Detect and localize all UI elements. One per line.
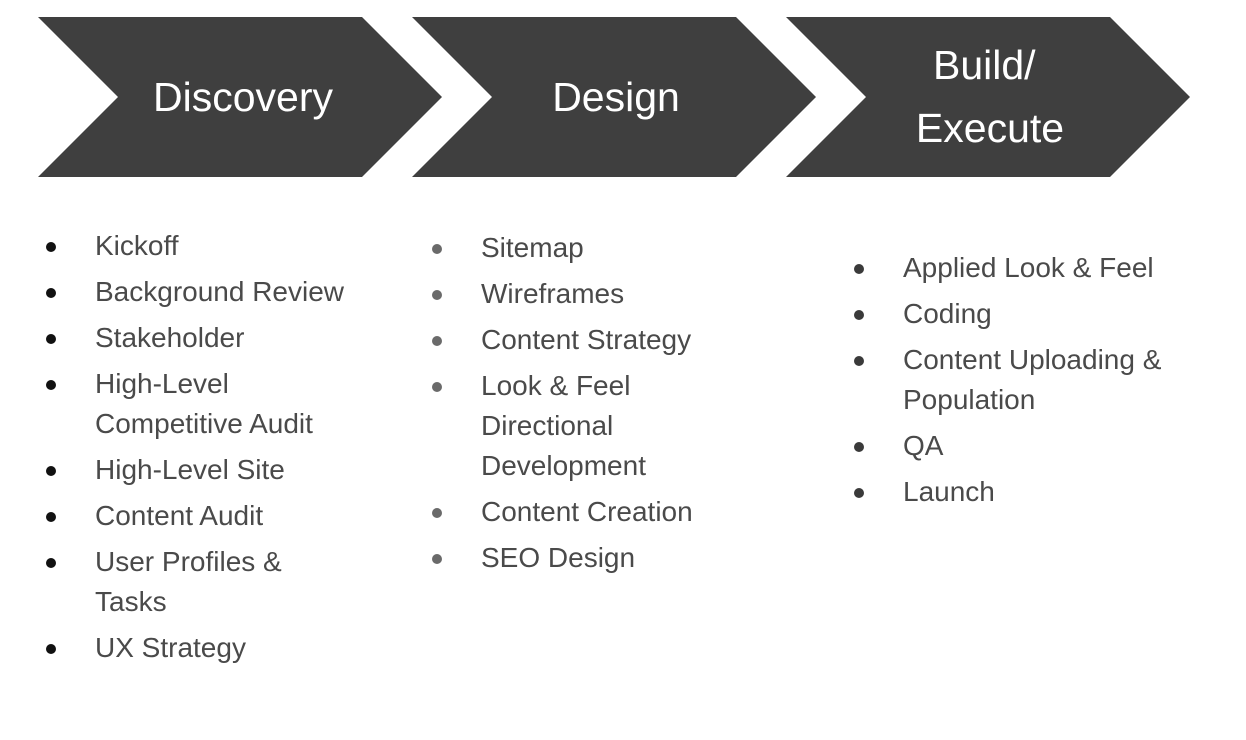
chevron-arrow-shape xyxy=(412,17,816,177)
list-item-content-creation: Content Creation xyxy=(430,492,770,532)
list-item-text: Development xyxy=(481,450,646,481)
list-item-wireframes: Wireframes xyxy=(430,274,770,314)
list-item-stakeholder: Stakeholder xyxy=(44,318,384,358)
list-item-text: Wireframes xyxy=(481,278,625,309)
stage-title-line: Discovery xyxy=(153,74,333,120)
list-item-coding: Coding xyxy=(852,294,1212,334)
list-item-text: Population xyxy=(903,384,1036,415)
bullet-dot xyxy=(432,554,442,564)
list-item-sitemap: Sitemap xyxy=(430,228,770,268)
bullet-dot xyxy=(46,512,56,522)
bullet-dot xyxy=(432,290,442,300)
list-item-text: Launch xyxy=(903,476,995,507)
stage-title-design: Design xyxy=(552,74,680,120)
bullet-dot xyxy=(432,508,442,518)
list-item-text: Content Uploading & xyxy=(903,344,1162,375)
bullet-dot xyxy=(854,310,864,320)
list-item-seo-design: SEO Design xyxy=(430,538,770,578)
list-item-text: Competitive Audit xyxy=(95,408,313,439)
bullet-dot xyxy=(854,442,864,452)
bullet-dot xyxy=(854,488,864,498)
list-item-high-level-site: High-Level Site xyxy=(44,450,384,490)
bullet-dot xyxy=(46,558,56,568)
stage-chevron-build-execute: Build/ Execute xyxy=(786,17,1190,177)
list-item-kickoff: Kickoff xyxy=(44,226,384,266)
process-flow: Discovery Design Build/ Execute xyxy=(38,17,1190,177)
list-item-text: Background Review xyxy=(95,276,345,307)
bullet-dot xyxy=(46,380,56,390)
stage-title-build-execute: Build/ Execute xyxy=(916,42,1064,151)
list-item-text: Tasks xyxy=(95,586,167,617)
stage-title-line: Execute xyxy=(916,105,1064,151)
list-item-text: Content Strategy xyxy=(481,324,692,355)
list-item-text: User Profiles & xyxy=(95,546,282,577)
list-item-launch: Launch xyxy=(852,472,1212,512)
list-item-text: Applied Look & Feel xyxy=(903,252,1154,283)
list-item-text: QA xyxy=(903,430,944,461)
build-execute-task-list: Applied Look & Feel Coding Content Uploa… xyxy=(852,248,1212,518)
stage-chevron-design: Design xyxy=(412,17,816,177)
list-item-qa: QA xyxy=(852,426,1212,466)
list-item-content-audit: Content Audit xyxy=(44,496,384,536)
bullet-dot xyxy=(432,244,442,254)
bullet-dot xyxy=(46,334,56,344)
list-item-text: UX Strategy xyxy=(95,632,246,663)
chevron-arrow-shape xyxy=(38,17,442,177)
list-item-text: SEO Design xyxy=(481,542,636,573)
bullet-dot xyxy=(854,356,864,366)
list-item-text: Content Audit xyxy=(95,500,264,531)
design-task-list: Sitemap Wireframes Content Strategy Look… xyxy=(430,228,770,584)
list-item-text: Content Creation xyxy=(481,496,693,527)
stage-chevron-discovery: Discovery xyxy=(38,17,442,177)
list-item-user-profiles: User Profiles & Tasks xyxy=(44,542,384,622)
discovery-task-list: Kickoff Background Review Stakeholder Hi… xyxy=(44,226,384,674)
bullet-dot xyxy=(46,644,56,654)
list-item-content-strategy: Content Strategy xyxy=(430,320,770,360)
list-item-text: High-Level Site xyxy=(95,454,285,485)
list-item-text: High-Level xyxy=(95,368,229,399)
list-item-applied-look-and-feel: Applied Look & Feel xyxy=(852,248,1212,288)
list-item-text: Directional xyxy=(481,410,614,441)
stage-title-discovery: Discovery xyxy=(153,74,333,120)
list-item-background-review: Background Review xyxy=(44,272,384,312)
list-item-ux-strategy: UX Strategy xyxy=(44,628,384,668)
list-item-text: Look & Feel xyxy=(481,370,631,401)
bullet-dot xyxy=(854,264,864,274)
stage-title-line: Design xyxy=(552,74,680,120)
bullet-dot xyxy=(46,288,56,298)
bullet-dot xyxy=(432,382,442,392)
bullet-dot xyxy=(46,242,56,252)
list-item-text: Stakeholder xyxy=(95,322,245,353)
list-item-text: Sitemap xyxy=(481,232,584,263)
bullet-dot xyxy=(46,466,56,476)
stage-title-line: Build/ xyxy=(933,42,1036,88)
list-item-content-uploading: Content Uploading & Population xyxy=(852,340,1212,420)
bullet-dot xyxy=(432,336,442,346)
list-item-text: Coding xyxy=(903,298,992,329)
list-item-text: Kickoff xyxy=(95,230,179,261)
chevron-arrow-shape xyxy=(786,17,1190,177)
